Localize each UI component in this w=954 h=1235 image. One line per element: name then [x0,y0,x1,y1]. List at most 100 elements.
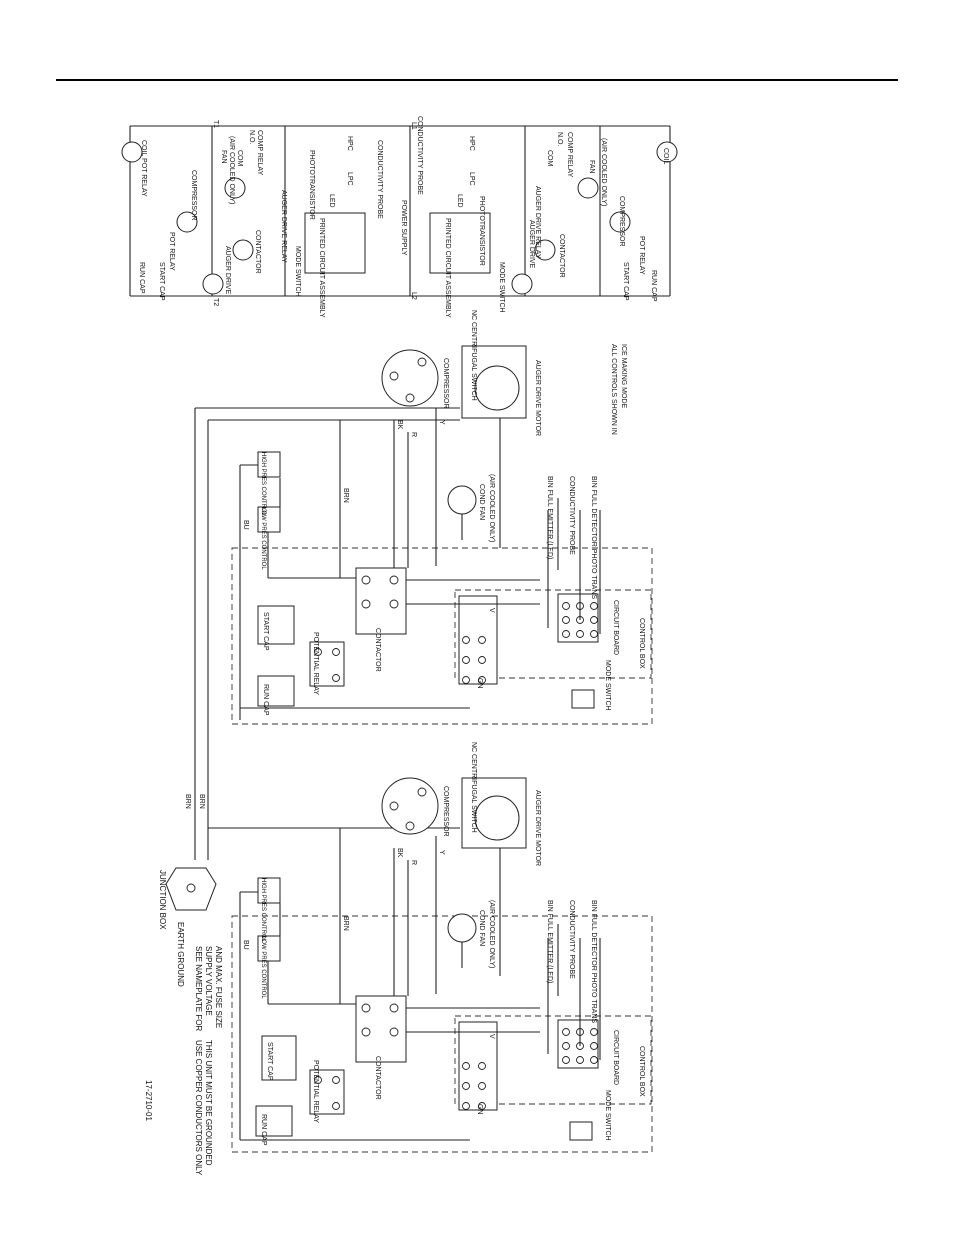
motor-icon [224,177,246,199]
wire-brn: BRN [342,916,349,931]
wire-bu: BU [242,520,249,530]
run-cap [257,675,295,707]
label-conductivity-probe: CONDUCTIVITY PROBE [568,476,575,555]
ladder-l2: L2 [410,292,417,300]
label-bin-full-emitter: BIN FULL EMITTER (LED) [546,476,553,559]
note-copper-1: USE COPPER CONDUCTORS ONLY [194,1040,203,1176]
high-pres-control [257,877,281,904]
label-circuit-board: CIRCUIT BOARD [612,1030,619,1085]
label-run-cap: RUN CAP [260,1114,267,1146]
motor-icon [176,211,198,233]
ladder-run-cap: RUN CAP [138,262,145,294]
label-cond-fan: COND FAN [478,910,485,946]
label-centrifugal-switch: NC CENTRIFUGAL SWITCH [470,310,477,401]
label-low-pres: LOW PRES CONTROL [260,507,266,570]
label-circuit-board: CIRCUIT BOARD [612,600,619,655]
ladder-lpc: LPC [346,172,353,186]
ladder-led-2: LED [456,194,463,208]
ladder-t2: T2 [212,298,219,306]
ladder-pot-relay-2: POT RELAY [638,236,645,275]
pcb-box [429,212,491,274]
label-control-box: CONTROL BOX [638,1046,645,1097]
ladder-phototransistor-2: PHOTOTRANSISTOR [478,196,485,266]
ladder-start-cap-2: START CAP [622,262,629,301]
wire-brn: BRN [184,794,191,809]
label-mode-switch: MODE SWITCH [604,660,611,711]
label-bin-full-detector: BIN FULL DETECTOR PHOTO TRANS [590,900,597,1023]
ladder-pcb-2: PRINTED CIRCUIT ASSEMBLY [444,218,451,318]
wire-v: V [488,1034,495,1039]
circuit-board-outline [454,589,652,679]
label-cond-fan: COND FAN [478,484,485,520]
control-box-outline [231,547,653,725]
note-all-controls-2: ICE MAKING MODE [620,344,627,409]
unit-b: BRN BRN BU BRN BK R Y V GN 17-2710-01 US… [144,735,653,1176]
motor-icon [609,211,631,233]
note-earth-ground: EARTH GROUND [176,922,185,987]
ladder-no: N.O. [248,130,255,144]
label-bin-full-detector: BIN FULL DETECTOR PHOTO TRANS [590,476,597,599]
drawing-number: 17-2710-01 [144,1080,153,1121]
note-copper-2: THIS UNIT MUST BE GROUNDED [204,1040,213,1166]
ladder-auger-drive: AUGER DRIVE [224,246,231,295]
start-cap [261,1035,297,1081]
ladder-run-cap-2: RUN CAP [650,270,657,302]
ladder-coil: COIL [662,148,669,164]
ladder-pot-relay: POT RELAY [168,232,175,271]
fan-icon [447,485,477,515]
label-auger-drive-motor: AUGER DRIVE MOTOR [534,360,541,436]
ladder-comp-relay-2: COMP RELAY [566,132,573,178]
note-all-controls-1: ALL CONTROLS SHOWN IN [610,344,617,435]
wire-bk: BK [396,420,403,430]
label-potential-relay: POTENTIAL RELAY [312,1060,319,1123]
ladder-phototransistor: PHOTOTRANSISTOR [308,150,315,220]
fan-icon [447,913,477,943]
note-nameplate-1: SEE NAMEPLATE FOR [194,946,203,1031]
ladder-led: LED [328,194,335,208]
ladder-schematic: L1 L2 T1 T2 COIL POT RELAY COMPRESSOR PO… [121,116,678,318]
wire-gn: GN [476,678,483,689]
wire-y: Y [438,850,445,855]
label-potential-relay: POTENTIAL RELAY [312,632,319,695]
label-compressor: COMPRESSOR [442,786,449,837]
ladder-power-supply: POWER SUPPLY [400,200,407,256]
ladder-start-cap: START CAP [158,262,165,301]
ladder-compressor: COMPRESSOR [190,170,197,221]
wire-r: R [410,860,417,865]
ladder-com-2: COM [546,150,553,167]
low-pres-control [257,506,281,533]
ladder-comp-relay: COMP RELAY [256,130,263,176]
label-conductivity-probe: CONDUCTIVITY PROBE [568,900,575,979]
label-air-cooled: (AIR COOLED ONLY) [488,474,495,542]
mode-switch [571,689,595,709]
ladder-com: COM [236,150,243,167]
wire-gn: GN [476,1104,483,1115]
ladder-conductivity-probe-2: CONDUCTIVITY PROBE [416,116,423,195]
ladder-mode-switch-2: MODE SWITCH [498,262,505,313]
start-cap [257,605,295,645]
wire-brn: BRN [198,794,205,809]
coil-icon [656,141,678,163]
label-air-cooled: (AIR COOLED ONLY) [488,900,495,968]
wire-bk: BK [396,848,403,858]
ladder-air-cooled: (AIR COOLED ONLY) [228,136,235,204]
ladder-fan: FAN [220,150,227,164]
label-bin-full-emitter: BIN FULL EMITTER (LED) [546,900,553,983]
label-mode-switch: MODE SWITCH [604,1090,611,1141]
ladder-contactor: CONTACTOR [254,230,261,274]
note-junction-box: JUNCTION BOX [158,870,167,930]
ladder-auger-drive-relay: AUGER DRIVE RELAY [280,190,287,263]
label-auger-drive-motor: AUGER DRIVE MOTOR [534,790,541,866]
label-low-pres: LOW PRES CONTROL [260,936,266,999]
note-nameplate-3: AND MAX. FUSE SIZE [214,946,223,1028]
wire-v: V [488,608,495,613]
run-cap [255,1105,293,1137]
label-start-cap: START CAP [262,612,269,651]
ladder-compressor-2: COMPRESSOR [618,196,625,247]
label-centrifugal-switch: NC CENTRIFUGAL SWITCH [470,742,477,833]
motor-icon [577,177,599,199]
label-contactor: CONTACTOR [374,628,381,672]
ladder-hpc: HPC [346,136,353,151]
label-high-pres: HIGH PRES CONTROL [260,878,266,943]
